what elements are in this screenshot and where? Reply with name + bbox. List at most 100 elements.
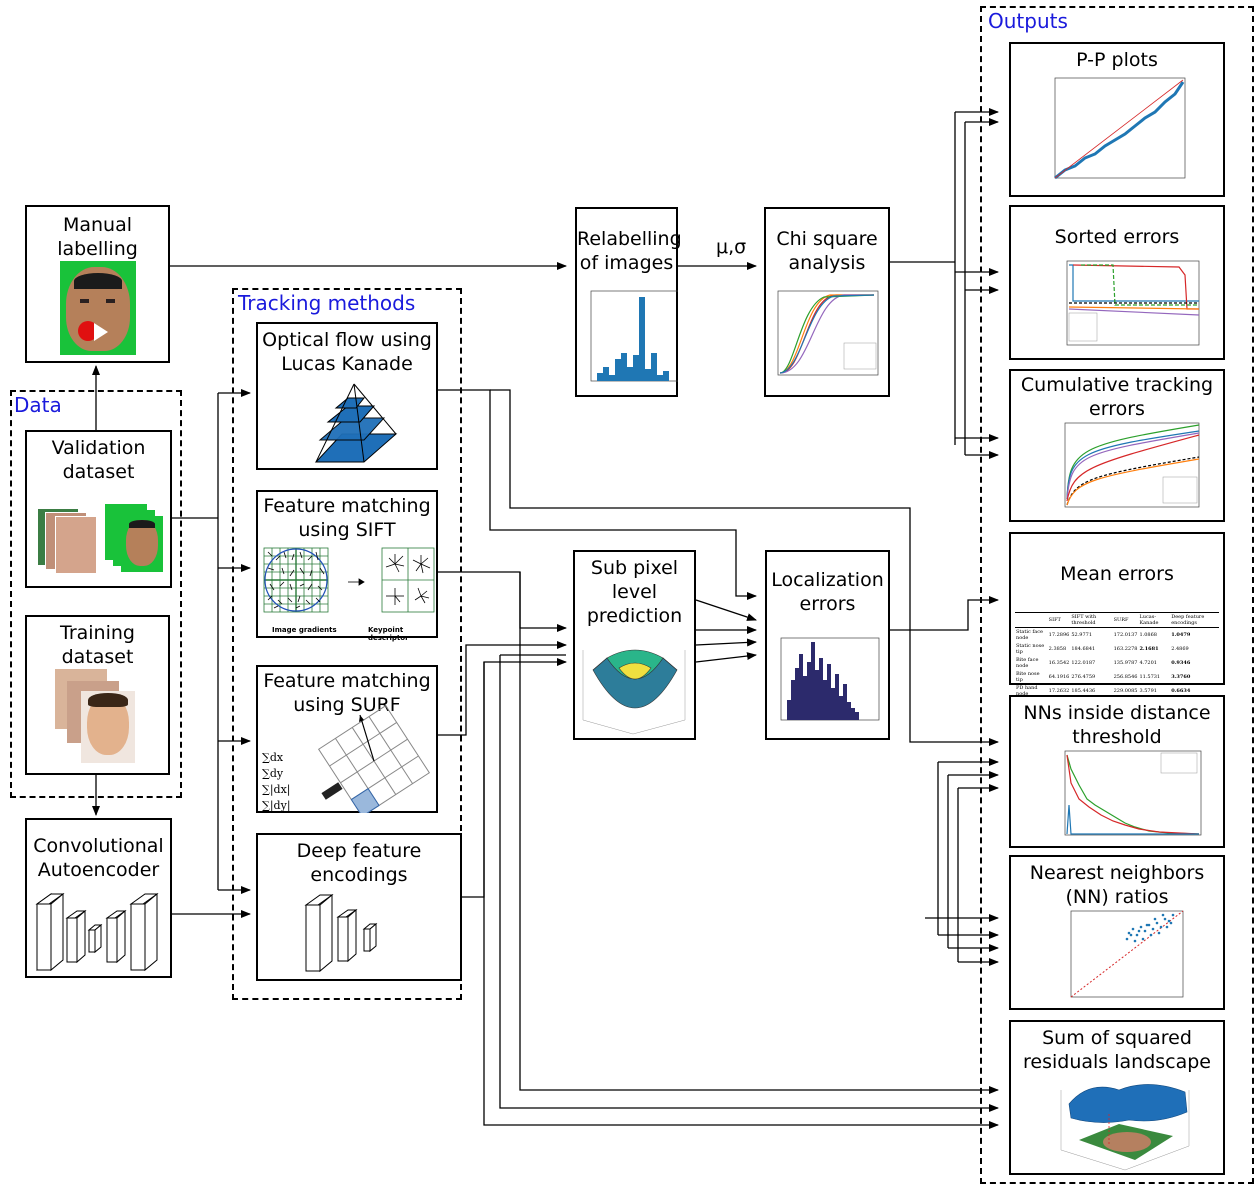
conv-autoencoder-node: Convolutional Autoencoder [25,818,172,978]
sift-descriptor-illustration [263,547,435,613]
sift-caption-gradients: Image gradients [272,626,337,634]
table-cell: 11.5731 [1139,674,1161,680]
conv-autoencoder-line1: Convolutional [33,835,164,857]
manual-labelling-line2: labelling [57,238,138,260]
pp-plot-chart [1054,77,1186,180]
subpixel-line1: Sub pixel [590,557,679,579]
table-cell: 276.4759 [1071,674,1096,680]
table-cell: 2.4869 [1171,646,1189,652]
cumulative-errors-chart [1064,422,1200,508]
table-cell: 256.8546 [1113,674,1138,680]
surf-node: Feature matching using SURF ∑dx ∑dy ∑|dx… [256,665,438,813]
sift-line2: using SIFT [298,519,396,541]
encoder-layers-icon [304,893,378,973]
sorted-errors-node: Sorted errors [1009,205,1225,360]
data-group-frame [10,390,182,798]
surf-line2: using SURF [293,694,401,716]
table-cell: 1.0868 [1139,632,1157,638]
surf-formula-4: ∑|dy| [262,799,291,812]
table-cell: 64.1916 [1048,674,1070,680]
table-cell: 52.9771 [1071,632,1093,638]
outputs-group-frame [980,6,1254,1184]
deep-features-line1: Deep feature [296,840,422,862]
optical-flow-line2: Lucas Kanade [281,353,413,375]
validation-dataset-line1: Validation [51,437,146,459]
relabelling-line1: Relabelling [577,228,682,250]
manual-labelling-node: Manual labelling [25,205,170,363]
mean-errors-title: Mean errors [1060,563,1174,585]
localization-line1: Localization [771,569,884,591]
table-header-cell: Deep feature encodings [1171,614,1205,626]
mean-errors-node: Mean errors SIFT SIFT with threshold SUR… [1009,532,1225,699]
table-cell: 172.0137 [1113,632,1138,638]
mu-sigma-edge-label: μ,σ [716,236,747,258]
table-header-cell: SURF [1113,617,1129,623]
cumulative-errors-line2: errors [1089,398,1145,420]
cumulative-errors-line1: Cumulative tracking [1020,374,1214,396]
ssr-surface-plot [1060,1084,1190,1171]
nn-ratios-line1: Nearest neighbors [1029,862,1205,884]
subpixel-line2: level [611,581,658,603]
sift-line1: Feature matching [263,495,431,517]
localization-line2: errors [799,593,856,615]
localization-histogram-chart [780,637,880,721]
table-cell: 184.6841 [1071,646,1096,652]
table-cell: Static face node [1016,629,1044,641]
table-cell: PD hand node [1016,685,1038,697]
surf-formula-1: ∑dx [262,751,284,764]
chi-square-node: Chi square analysis [764,207,890,397]
outputs-group-label: Outputs [986,9,1070,33]
nns-threshold-chart [1064,750,1202,836]
sift-node: Feature matching using SIFT [256,490,438,642]
sorted-errors-title: Sorted errors [1054,226,1180,248]
table-cell: 0.6634 [1171,688,1191,694]
autoencoder-layers-icon [35,892,159,972]
table-cell: 16.3542 [1048,660,1070,666]
table-cell: Bite face node [1016,657,1039,669]
ssr-line1: Sum of squared [1042,1027,1192,1049]
table-header-cell: Lucas-Kanade [1139,614,1159,626]
labelled-face-image [60,261,136,355]
table-header-cell: SIFT [1048,617,1061,623]
table-cell: 4.7201 [1139,660,1157,666]
table-cell: 163.2278 [1113,646,1138,652]
relabelling-histogram-chart [590,290,678,382]
conv-autoencoder-line2: Autoencoder [37,859,160,881]
table-cell: Bite nose tip [1016,671,1040,683]
pp-plots-title: P-P plots [1076,49,1158,71]
sift-caption-descriptor: Keypoint descriptor [368,626,409,642]
table-cell: 2.3858 [1048,646,1067,652]
nn-ratios-node: Nearest neighbors (NN) ratios [1009,855,1225,1010]
ssr-landscape-node: Sum of squared residuals landscape [1009,1020,1225,1175]
surf-line1: Feature matching [263,670,431,692]
training-image-stack [55,669,145,769]
table-header-cell [1015,613,1048,628]
table-header-cell: SIFT with threshold [1071,614,1097,626]
ssr-line2: residuals landscape [1023,1051,1211,1073]
surf-formula-2: ∑dy [262,767,284,780]
validation-dataset-node: Validation dataset [25,430,172,588]
data-group-label: Data [12,393,64,417]
table-cell: 17.2896 [1048,632,1070,638]
table-cell: Static nose tip [1016,643,1045,655]
nn-ratios-line2: (NN) ratios [1065,886,1169,908]
tracking-methods-group-label: Tracking methods [236,291,418,315]
surf-grid-illustration [317,704,431,813]
chi-square-cdf-chart [777,290,879,376]
relabelling-line2: of images [579,252,674,274]
sorted-errors-chart [1066,260,1200,346]
nns-threshold-line1: NNs inside distance [1023,702,1211,724]
table-cell: 2.1681 [1139,646,1159,652]
table-cell: 0.9346 [1171,660,1191,666]
validation-image-stack-left [37,502,97,574]
table-cell: 185.4436 [1071,688,1096,694]
optical-flow-line1: Optical flow using [262,329,432,351]
validation-image-stack-right [105,502,167,574]
nns-threshold-node: NNs inside distance threshold [1009,695,1225,848]
training-dataset-node: Training dataset [25,615,170,775]
cumulative-errors-node: Cumulative tracking errors [1009,369,1225,522]
